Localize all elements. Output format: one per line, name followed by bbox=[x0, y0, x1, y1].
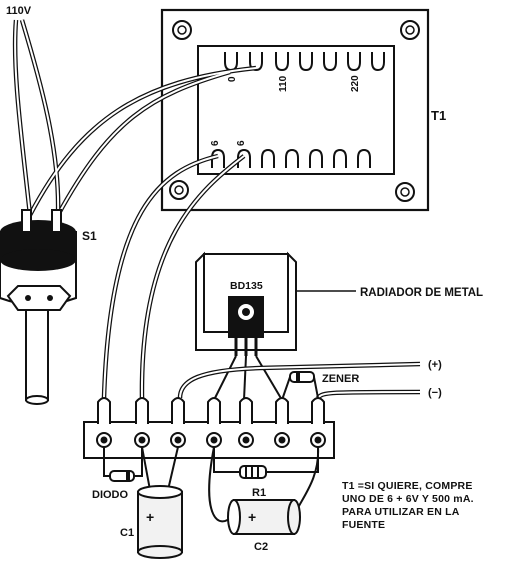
note-line: PARA UTILIZAR EN LA bbox=[342, 506, 460, 518]
c1-label: C1 bbox=[120, 527, 134, 539]
c2-label: C2 bbox=[254, 541, 268, 553]
transistor-leads bbox=[213, 355, 283, 401]
tap-label-220: 220 bbox=[350, 75, 361, 92]
note-line: T1 =SI QUIERE, COMPRE bbox=[342, 480, 473, 492]
tap-label-0: 0 bbox=[227, 76, 238, 82]
transformer-t1 bbox=[160, 8, 430, 212]
resistor-label: R1 bbox=[252, 487, 266, 499]
terminal-strip bbox=[83, 397, 335, 459]
output-plus-label: (+) bbox=[428, 359, 442, 371]
note-line: FUENTE bbox=[342, 519, 386, 531]
mains-wires-inner bbox=[14, 19, 257, 216]
output-wires bbox=[177, 361, 421, 400]
c1-plus: + bbox=[146, 509, 154, 525]
voltage-label: 110V bbox=[6, 5, 32, 17]
secondary-wires bbox=[101, 153, 246, 399]
transistor-bd135 bbox=[228, 296, 264, 356]
secondary-lugs bbox=[211, 148, 371, 168]
tap-label-110: 110 bbox=[278, 75, 289, 92]
switch-s1 bbox=[0, 209, 77, 405]
note-line: UNO DE 6 + 6V Y 500 mA. bbox=[342, 493, 474, 505]
heatsink bbox=[195, 251, 297, 351]
diode bbox=[103, 447, 143, 482]
switch-label: S1 bbox=[82, 229, 97, 243]
mounting-screw bbox=[169, 20, 420, 202]
capacitor-c1 bbox=[137, 446, 183, 559]
zener-diode bbox=[281, 371, 319, 401]
diode-label: DIODO bbox=[92, 489, 129, 501]
output-minus-label: (−) bbox=[428, 387, 442, 399]
tap-label-6a: 6 bbox=[210, 140, 221, 146]
transistor-label: BD135 bbox=[230, 280, 263, 292]
transformer-label: T1 bbox=[431, 108, 446, 123]
heatsink-label: RADIADOR DE METAL bbox=[360, 287, 483, 299]
zener-label: ZENER bbox=[322, 373, 359, 385]
capacitor-c2 bbox=[208, 446, 320, 535]
tap-label-6b: 6 bbox=[236, 140, 247, 146]
c2-plus: + bbox=[248, 509, 256, 525]
transformer-note: T1 =SI QUIERE, COMPRE UNO DE 6 + 6V Y 50… bbox=[342, 480, 518, 532]
